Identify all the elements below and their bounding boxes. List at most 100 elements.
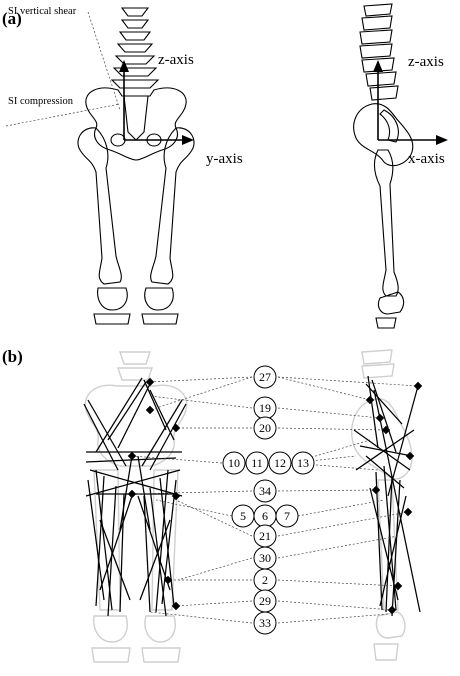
panel-b-label: (b) (2, 347, 23, 366)
muscle-line (385, 475, 393, 613)
muscle-line (355, 429, 415, 471)
label-number: 7 (284, 509, 290, 523)
attachment-marker (171, 491, 181, 501)
front-sacrum (123, 95, 149, 141)
label-number: 2 (262, 573, 268, 587)
panel-a-label: (a) (2, 9, 22, 28)
muscle-line (99, 495, 133, 591)
label-circle (253, 479, 277, 503)
muscle-group-30: 30 (253, 546, 277, 570)
label-number: 30 (259, 551, 271, 565)
muscle-line (373, 389, 421, 613)
label-number: 5 (240, 509, 246, 523)
muscle-group-29: 29 (253, 589, 277, 613)
muscle-line (119, 455, 133, 531)
si-compression-line (5, 103, 121, 127)
muscle-line (379, 495, 407, 607)
y-axis-label: y-axis (206, 151, 243, 167)
x-axis-label: x-axis (408, 151, 445, 167)
side-sacrum (379, 109, 399, 143)
si-compression-label: SI compression (8, 96, 74, 107)
label-number: 6 (262, 509, 268, 523)
label-circle (253, 611, 277, 635)
side-femur-light (377, 479, 399, 611)
attachment-marker (375, 413, 385, 423)
leader-line (277, 407, 381, 419)
muscle-line (85, 469, 181, 497)
side-vertebra-light (361, 363, 395, 379)
muscle-line (369, 487, 399, 601)
z-axis-front-arrowhead (119, 60, 129, 72)
panel-a: (a) (2, 3, 448, 329)
muscle-group-33: 33 (253, 611, 277, 635)
muscle-line (137, 495, 171, 591)
label-circle (275, 504, 299, 528)
muscle-line (87, 399, 127, 467)
muscle-line (141, 399, 183, 467)
label-number: 13 (297, 456, 309, 470)
z-axis-side-label: z-axis (408, 54, 444, 70)
front-vertebra (110, 79, 160, 89)
leader-line (155, 499, 233, 517)
side-vertebra-light (361, 349, 393, 365)
label-number: 33 (259, 616, 271, 630)
muscle-line (161, 479, 177, 605)
label-number: 19 (259, 401, 271, 415)
muscle-group-13: 13 (291, 451, 315, 475)
front-vertebra-light (117, 367, 153, 381)
front-tibia-left (93, 313, 131, 325)
attachment-marker (171, 423, 181, 433)
muscle-line (391, 479, 401, 617)
y-axis-arrowhead (182, 135, 194, 145)
muscle-line (95, 475, 105, 607)
muscle-group-34: 34 (253, 479, 277, 503)
front-knee-right (144, 287, 174, 311)
side-pelvis (353, 103, 414, 167)
front-vertebra (120, 7, 150, 17)
front-vertebra (120, 19, 150, 29)
muscle-line (149, 389, 175, 441)
side-femur (373, 149, 399, 297)
leader-line (175, 600, 253, 607)
muscle-line (359, 445, 413, 457)
label-circle (268, 451, 292, 475)
front-tibia-left-light (91, 647, 131, 663)
side-muscle-lines (353, 375, 421, 617)
attachment-marker (145, 377, 155, 387)
front-vertebra (116, 43, 154, 53)
label-number: 34 (259, 484, 271, 498)
side-pelvis-light (351, 398, 413, 480)
muscle-group-labels: 27 19 20 10 11 12 (222, 365, 315, 635)
leader-line (149, 395, 253, 409)
muscle-group-20: 20 (253, 416, 277, 440)
attachment-marker (171, 601, 181, 611)
front-femur-right (150, 127, 195, 285)
front-tibia-right-light (141, 647, 181, 663)
front-femur-right-light (151, 469, 179, 611)
front-axes: z-axis y-axis SI vertical shear SI compr… (5, 6, 243, 167)
muscle-line (137, 455, 151, 531)
muscle-group-2: 2 (253, 568, 277, 592)
leader-line (277, 613, 389, 624)
label-number: 21 (259, 529, 271, 543)
attachment-marker (365, 395, 375, 405)
leader-line (291, 455, 357, 464)
label-number: 29 (259, 594, 271, 608)
si-vertical-shear-line (87, 11, 121, 111)
label-number: 11 (251, 456, 263, 470)
front-muscle-lines (83, 377, 187, 617)
side-skeleton (353, 3, 414, 329)
leader-line (149, 376, 253, 383)
muscle-line (371, 379, 397, 453)
side-axes: z-axis x-axis (373, 54, 448, 167)
label-circle (245, 451, 269, 475)
front-femur-left (77, 127, 122, 285)
muscle-group-27: 27 (253, 365, 277, 389)
front-vertebra-light (119, 351, 151, 365)
label-number: 12 (274, 456, 286, 470)
side-vertebra (369, 85, 399, 101)
leader-line (277, 600, 393, 611)
side-skeleton-light (351, 349, 413, 661)
attachment-marker (371, 485, 381, 495)
